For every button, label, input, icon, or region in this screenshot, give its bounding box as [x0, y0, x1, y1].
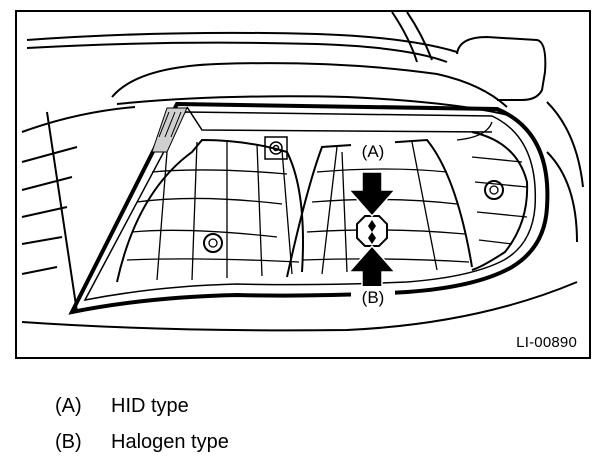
- legend-text: HID type: [111, 395, 189, 417]
- headlamp-line-drawing: (A) (B): [21, 12, 584, 332]
- arrow-up-icon: [347, 244, 397, 289]
- figure-id: LI-00890: [516, 334, 577, 351]
- callout-b: (B): [362, 288, 385, 307]
- callout-a: (A): [362, 142, 385, 161]
- headlamp-illustration: (A) (B) LI-00890: [15, 10, 591, 359]
- turn-signal-section: [456, 121, 529, 271]
- legend-text: Halogen type: [111, 431, 229, 453]
- arrow-down-icon: [347, 171, 397, 218]
- lamp-housing: [68, 101, 550, 315]
- low-beam-reflector: [116, 138, 304, 283]
- bulb-location-marker: [356, 215, 388, 247]
- legend-key: (B): [55, 431, 82, 453]
- mounting-tab: [264, 136, 288, 160]
- legend-key: (A): [55, 395, 82, 417]
- car-body: [21, 12, 584, 332]
